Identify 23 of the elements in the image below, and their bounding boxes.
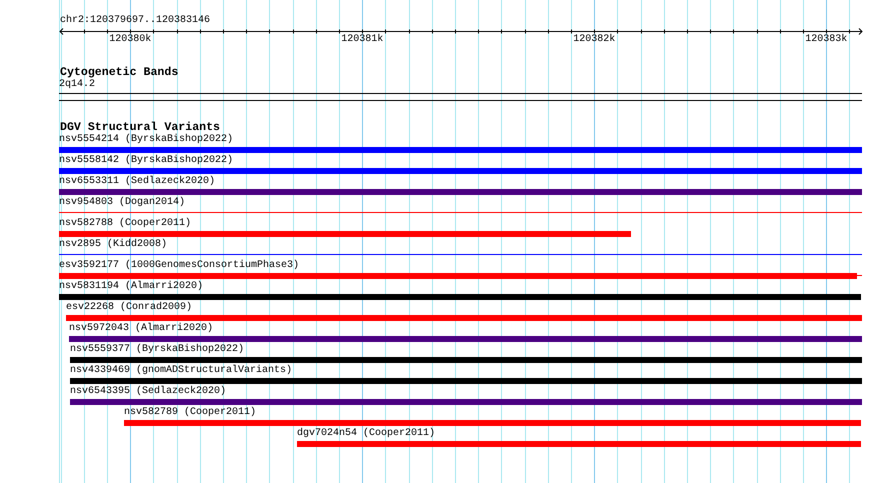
tick-label: 120381k (341, 34, 384, 46)
feature-label: dgv7024n54 (Cooper2011) (297, 428, 436, 440)
band-label: 2q14.2 (59, 79, 96, 91)
feature-label: nsv5831194 (Almarri2020) (59, 281, 204, 293)
feature-label: nsv6553311 (Sedlazeck2020) (59, 176, 216, 188)
feature-label: nsv5554214 (ByrskaBishop2022) (59, 134, 234, 146)
track-title: Cytogenetic Bands (60, 66, 178, 79)
feature-label: nsv2895 (Kidd2008) (59, 239, 168, 251)
feature-label: nsv582788 (Cooper2011) (59, 218, 192, 230)
feature-label: nsv6543395 (Sedlazeck2020) (70, 386, 226, 398)
feature-label: nsv5972043 (Almarri2020) (69, 323, 214, 335)
feature-label: nsv5559377 (ByrskaBishop2022) (70, 344, 244, 356)
tick-label: 120383k (805, 34, 848, 46)
tick-label: 120380k (109, 34, 152, 46)
feature-label: nsv582789 (Cooper2011) (124, 407, 256, 419)
feature-label: nsv4339469 (gnomADStructuralVariants) (70, 365, 292, 377)
feature-label: esv3592177 (1000GenomesConsortiumPhase3) (59, 260, 300, 272)
position-label: chr2:120379697..120383146 (60, 15, 210, 27)
feature-label: nsv954803 (Dogan2014) (59, 197, 186, 209)
track-title: DGV Structural Variants (60, 121, 220, 134)
feature-label: nsv5558142 (ByrskaBishop2022) (59, 155, 234, 167)
feature-label: esv22268 (Conrad2009) (66, 302, 192, 314)
tick-label: 120382k (573, 34, 616, 46)
